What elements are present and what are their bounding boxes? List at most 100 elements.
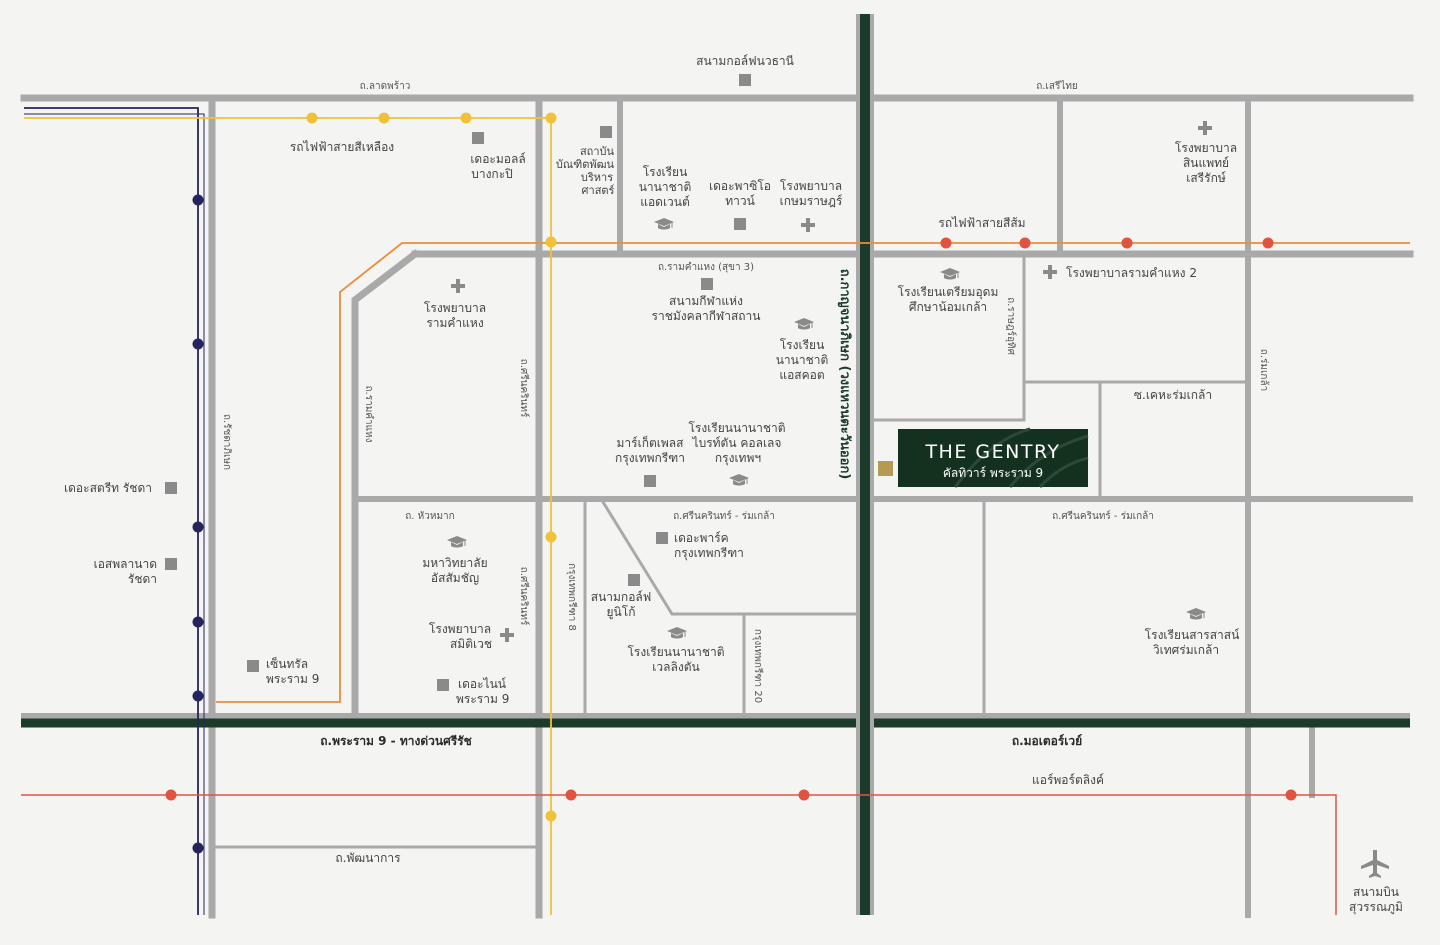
blue-line <box>24 107 205 915</box>
stadium-icon <box>701 278 713 290</box>
road-label: ถ.ศรีนครินทร์ - ร่มเกล้า <box>1052 510 1154 522</box>
orange-line-label: รถไฟฟ้าสายสีส้ม <box>938 216 1025 230</box>
poi-label: เดอะมอลล์บางกะปิ <box>470 152 525 181</box>
project-name: THE GENTRY <box>924 441 1060 463</box>
golf-icon <box>628 574 640 586</box>
poi-label: เดอะสตรีท รัชดา <box>64 481 152 495</box>
golf-icon <box>739 74 751 86</box>
road-label: กรุงเทพกรีฑา 20 <box>752 629 764 703</box>
poi-label: มาร์เก็ตเพลสกรุงเทพกรีฑา <box>615 435 685 466</box>
poi-label: โรงเรียนนานาชาติไบรท์ตัน คอลเลจกรุงเทพฯ <box>688 421 785 466</box>
yellow-line-label: รถไฟฟ้าสายสีเหลือง <box>290 140 394 154</box>
poi-label: โรงเรียนเตรียมอุดมศึกษาน้อมเกล้า <box>898 285 999 314</box>
road-label: ถ.พัฒนาการ <box>335 851 401 865</box>
blue-station <box>192 194 204 206</box>
hospital-icon <box>500 628 514 642</box>
project-location-marker <box>878 461 893 476</box>
airport-link-label: แอร์พอร์ตลิงค์ <box>1032 773 1104 787</box>
blue-station <box>192 338 204 350</box>
stations <box>165 112 1297 854</box>
road-label: ถ.ราษฎร์อุทิศ <box>1005 297 1017 355</box>
poi-label: สนามกอล์ฟยูนิโก้ <box>591 590 652 620</box>
project-logo-box <box>898 429 1088 487</box>
road-label: ถ.ร่มเกล้า <box>1258 349 1270 391</box>
blue-station <box>192 616 204 628</box>
hospital-icon <box>801 218 815 232</box>
poi-label: โรงพยาบาลรามคำแหง <box>424 301 486 330</box>
road-label: ถ.ลาดพร้าว <box>360 80 411 92</box>
poi-label: เดอะพาซิโอทาวน์ <box>709 179 771 208</box>
school-icon <box>667 627 687 639</box>
airport-link-station <box>565 789 577 801</box>
school-icon <box>794 318 814 330</box>
poi-label: โรงพยาบาลสมิติเวช <box>429 622 492 651</box>
airport-link-station <box>165 789 177 801</box>
expressways <box>21 14 1410 915</box>
road-label: ถ.พระราม 9 - ทางด่วนศรีรัช <box>320 734 471 748</box>
orange-line <box>216 242 1410 703</box>
blue-station <box>192 842 204 854</box>
airport-link-station <box>1285 789 1297 801</box>
orange-station <box>940 237 952 249</box>
poi-label: โรงเรียนสารสาสน์วิเทศร่มเกล้า <box>1145 628 1240 657</box>
orange-station <box>1121 237 1133 249</box>
poi-label: สถาบันบัณฑิตพัฒนบริหารศาสตร์ <box>556 145 615 197</box>
road-label: ถ.กาญจนาภิเษก (วงแหวนตะวันออก) <box>837 269 852 480</box>
school-icon <box>940 268 960 280</box>
road-label: ซ.เคหะร่มเกล้า <box>1134 388 1212 402</box>
road-label: ถ.เสรีไทย <box>1036 80 1078 92</box>
mall-icon <box>165 558 177 570</box>
hospital-icon <box>451 279 465 293</box>
school-icon <box>729 474 749 486</box>
school-icon <box>1186 608 1206 620</box>
poi-label: โรงพยาบาลเกษมราษฎร์ <box>780 179 843 208</box>
road-label: ถ.รามคำแหง <box>363 385 374 442</box>
poi-label: เดอะไนน์พระราม 9 <box>456 677 509 706</box>
poi-label: เดอะพาร์คกรุงเทพกรีฑา <box>674 531 744 561</box>
mall-icon <box>734 218 746 230</box>
road-label: ถ.รัชดาภิเษก <box>221 414 232 470</box>
hospital-icon <box>1198 121 1212 135</box>
project-marker[interactable]: THE GENTRY คัลทิวาร์ พระราม 9 <box>878 427 1089 489</box>
road-label: ถ.ศรีนครินทร์ <box>518 567 530 626</box>
airport-link-station <box>798 789 810 801</box>
project-subtitle: คัลทิวาร์ พระราม 9 <box>943 466 1043 480</box>
yellow-station <box>545 112 557 124</box>
institute-icon <box>600 126 612 138</box>
road-label: ถ.ศรีนครินทร์ <box>518 359 530 418</box>
poi-label: โรงเรียนนานาชาติแอดเวนต์ <box>639 165 692 209</box>
road-label: ถ.มอเตอร์เวย์ <box>1012 734 1082 748</box>
transit-labels: รถไฟฟ้าสายสีเหลือง รถไฟฟ้าสายสีส้ม แอร์พ… <box>290 140 1104 787</box>
road-kreetha-diagonal <box>600 499 860 616</box>
poi-label: สนามกอล์ฟนวธานี <box>696 54 794 68</box>
road-label: กรุงเทพกรีฑา 8 <box>566 563 578 631</box>
yellow-station <box>545 236 557 248</box>
yellow-station <box>378 112 390 124</box>
mall-icon <box>472 132 484 144</box>
poi-label: โรงเรียนนานาชาติแอสคอต <box>776 338 829 382</box>
yellow-station <box>545 810 557 822</box>
road-label: ถ.รามคำแหง (สุขา 3) <box>658 262 754 273</box>
park-icon <box>656 532 668 544</box>
road-labels: ถ.ลาดพร้าว ถ.เสรีไทย ถ.รามคำแหง (สุขา 3)… <box>221 80 1270 865</box>
poi-label: เอสพลานาดรัชดา <box>94 557 157 586</box>
poi-label: สนามกีฬาแห่งราชมังคลากีฬาสถาน <box>652 294 761 323</box>
mall-icon <box>437 679 449 691</box>
leaf-pattern <box>953 427 1089 489</box>
blue-station <box>192 690 204 702</box>
airport-link-line <box>21 794 1337 915</box>
poi-label: มหาวิทยาลัยอัสสัมชัญ <box>422 556 487 585</box>
orange-station <box>1019 237 1031 249</box>
poi-label: เซ็นทรัลพระราม 9 <box>266 656 319 686</box>
yellow-station <box>306 112 318 124</box>
orange-station <box>1262 237 1274 249</box>
road-label: ถ.ศรีนครินทร์ - ร่มเกล้า <box>673 510 775 522</box>
road-ramkhamhaeng-bend <box>351 249 420 716</box>
poi-icons <box>165 74 1389 878</box>
poi-label: โรงเรียนนานาชาติเวลลิงตัน <box>627 645 724 674</box>
yellow-station <box>545 531 557 543</box>
hospital-icon <box>1043 265 1057 279</box>
airplane-icon <box>1361 850 1389 878</box>
road-label: ถ. หัวหมาก <box>405 511 454 522</box>
